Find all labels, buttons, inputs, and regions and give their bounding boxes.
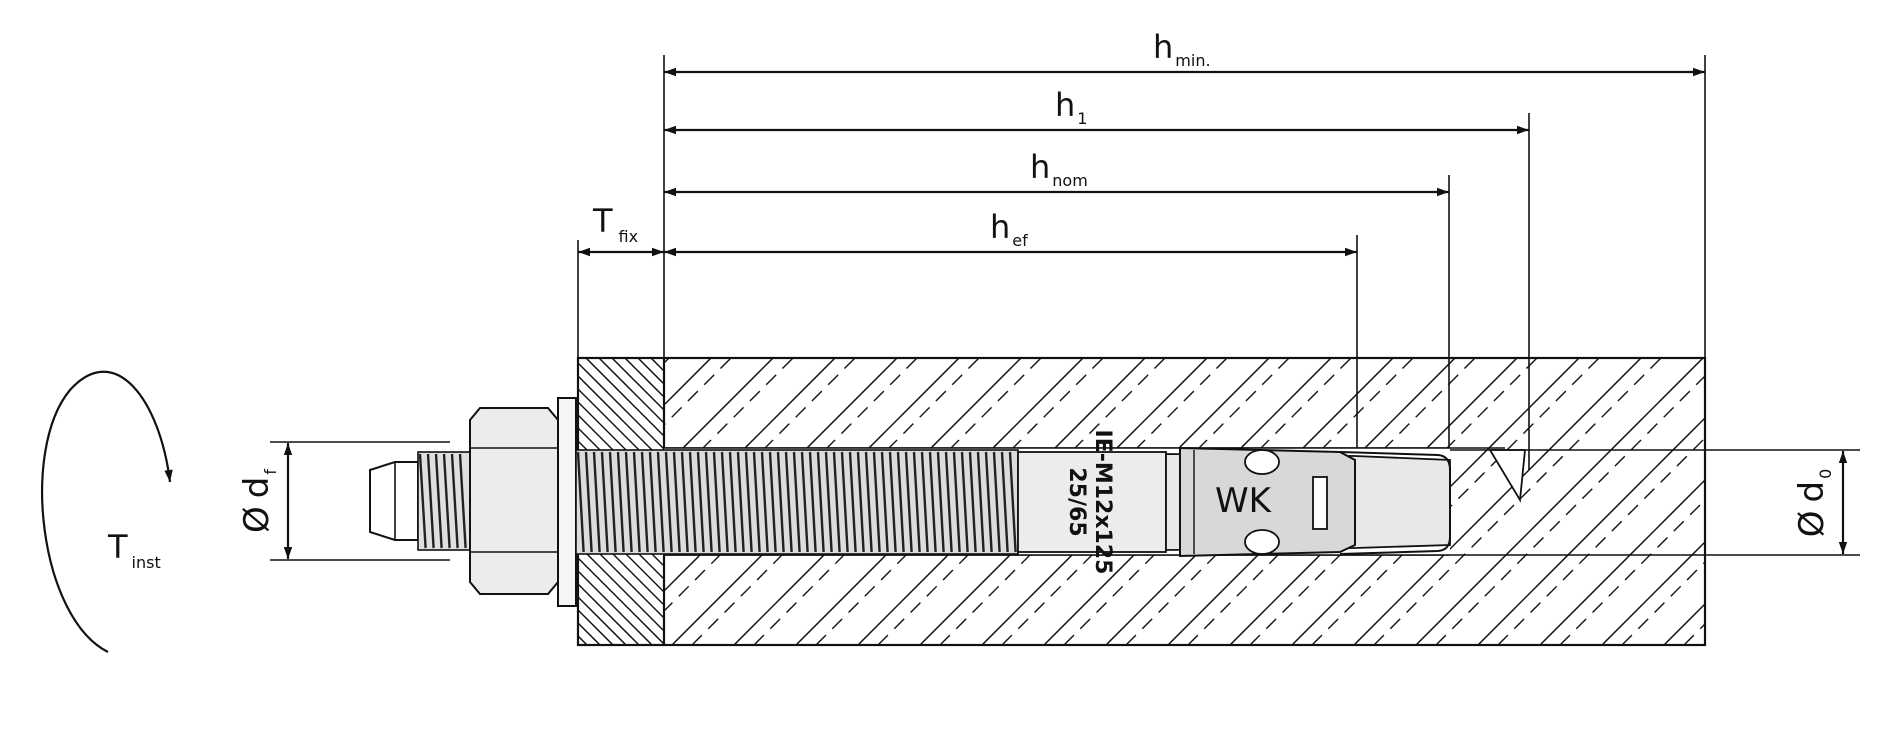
- concrete-hatching-top: [664, 358, 1705, 448]
- sleeve-slot-bottom: [1244, 529, 1280, 555]
- concrete-hatching-bottom: [664, 555, 1705, 645]
- anchor-marking: IE-M12x125 25/65: [1064, 430, 1115, 575]
- torque-arrow-icon: [41, 370, 173, 653]
- concrete-hatching-tail: [1450, 448, 1705, 555]
- washer: [557, 397, 577, 607]
- svg-text:IE-M12x125: IE-M12x125: [1090, 430, 1115, 575]
- svg-text:Ødf: Ødf: [237, 469, 280, 533]
- sleeve-mark: WK: [1215, 481, 1273, 521]
- sleeve-slot-top: [1244, 449, 1280, 475]
- anchor-bolt: IE-M12x125 25/65 WK: [369, 397, 1451, 607]
- hex-nut: [469, 407, 559, 595]
- svg-text:25/65: 25/65: [1064, 467, 1089, 536]
- bolt-tip: [369, 461, 419, 541]
- label-d0: Ød0: [1792, 469, 1835, 538]
- label-df: Ødf: [237, 469, 280, 533]
- sleeve-window: [1312, 476, 1328, 530]
- svg-text:Ød0: Ød0: [1792, 469, 1835, 538]
